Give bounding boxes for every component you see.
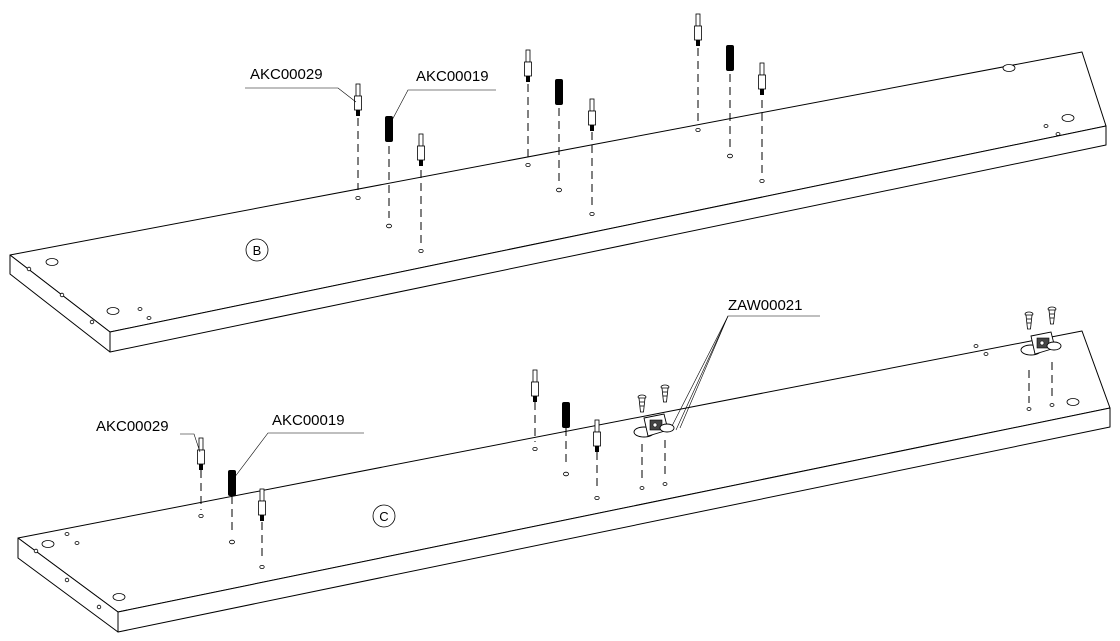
board-c-holes [41, 344, 1080, 601]
board-b-holes [45, 64, 1075, 320]
pin-icon [694, 13, 702, 46]
board-c: AKC00029 AKC00019 ZAW00021 C [17, 297, 1111, 633]
bracket-icon [1020, 331, 1062, 356]
pin-icon [588, 98, 596, 131]
svg-text:C: C [379, 509, 388, 524]
pin-icon [524, 49, 532, 82]
board-c-end-face [17, 537, 119, 633]
board-b-pins [354, 13, 766, 166]
board-b-end-face [9, 254, 111, 353]
pin-icon [258, 488, 266, 521]
board-c-screws [637, 306, 1057, 413]
board-b-end-holes [26, 266, 95, 325]
board-b-insertion-lines [357, 48, 763, 244]
pin-icon [593, 419, 601, 452]
dowel-icon [562, 402, 570, 428]
pin-icon [197, 437, 205, 470]
board-c-top-face [17, 330, 1111, 613]
label-akc00029-c: AKC00029 [96, 418, 169, 435]
pin-icon [354, 83, 362, 116]
label-akc00019-c: AKC00019 [272, 412, 345, 429]
view-mark-b: B [245, 238, 269, 262]
pin-icon [417, 133, 425, 166]
label-akc00019-b: AKC00019 [416, 68, 489, 85]
board-c-brackets [633, 331, 1062, 438]
dowel-icon [228, 470, 236, 496]
screw-icon [637, 394, 647, 413]
board-c-callouts: AKC00029 AKC00019 ZAW00021 [96, 297, 820, 479]
pin-icon [758, 62, 766, 95]
dowel-icon [385, 116, 393, 142]
label-akc00029-b: AKC00029 [250, 66, 323, 83]
bracket-icon [633, 413, 675, 438]
dowel-icon [726, 45, 734, 71]
dowel-icon [555, 79, 563, 105]
view-mark-c: C [372, 504, 396, 528]
board-b: AKC00029 AKC00019 B [9, 13, 1107, 353]
screw-icon [660, 384, 670, 403]
label-zaw00021: ZAW00021 [728, 297, 802, 314]
board-b-dowels [385, 45, 734, 142]
board-c-end-holes [33, 548, 102, 610]
screw-icon [1024, 311, 1034, 330]
pin-icon [531, 369, 539, 402]
screw-icon [1047, 306, 1057, 325]
board-b-callouts: AKC00029 AKC00019 [245, 66, 496, 125]
board-c-insertion-lines [200, 362, 1053, 561]
svg-text:B: B [253, 243, 262, 258]
board-c-dowels [228, 402, 570, 496]
board-c-pins [197, 369, 601, 521]
